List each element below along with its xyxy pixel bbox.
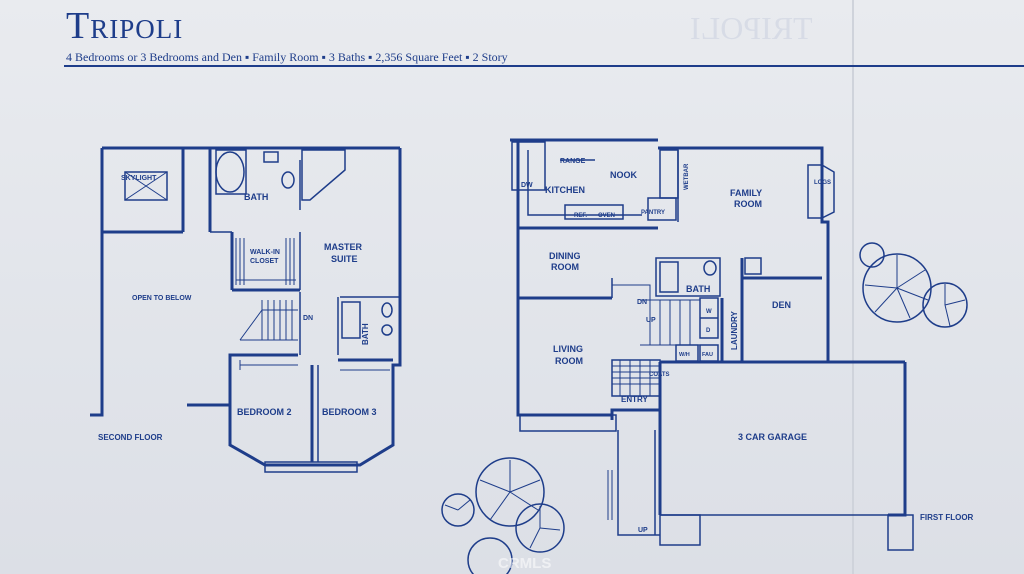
label-open-to-below: OPEN TO BELOW	[132, 295, 192, 302]
tree-illustrations	[441, 242, 968, 574]
label-walk-in-1: WALK-IN	[250, 249, 280, 256]
label-nook: NOOK	[610, 170, 638, 180]
label-logs: LOGS	[814, 180, 831, 186]
label-family-1: FAMILY	[730, 188, 762, 198]
label-garage: 3 CAR GARAGE	[738, 432, 807, 442]
label-dining-1: DINING	[549, 251, 581, 261]
label-first-dn: DN	[637, 299, 647, 306]
paper-fold	[852, 0, 854, 574]
label-side-bath: BATH	[361, 323, 370, 345]
label-second-dn: DN	[303, 315, 313, 322]
label-first-floor: FIRST FLOOR	[920, 513, 974, 522]
label-wetbar: WETBAR	[684, 163, 690, 190]
plan-title: Tripoli	[66, 5, 184, 47]
label-range: RANGE	[560, 158, 586, 165]
label-first-up: UP	[646, 317, 656, 324]
label-bedroom-3: BEDROOM 3	[322, 407, 377, 417]
label-laundry: LAUNDRY	[730, 311, 739, 350]
label-living-2: ROOM	[555, 356, 583, 366]
plan-subtitle: 4 Bedrooms or 3 Bedrooms and Den ▪ Famil…	[66, 50, 508, 64]
label-master-2: SUITE	[331, 254, 358, 264]
label-living-1: LIVING	[553, 344, 583, 354]
label-family-2: ROOM	[734, 199, 762, 209]
label-dining-2: ROOM	[551, 262, 579, 272]
label-upper-bath: BATH	[244, 192, 268, 202]
first-floor-plan: RANGE NOOK WETBAR DW KITCHEN REF. OVEN P…	[510, 138, 974, 551]
label-fau: FAU	[702, 352, 713, 358]
label-walk-in-2: CLOSET	[250, 258, 279, 265]
label-dryer: D	[706, 328, 711, 334]
label-coats: COATS	[649, 372, 670, 378]
label-dw: DW	[521, 182, 533, 189]
label-entry: ENTRY	[621, 395, 648, 404]
label-den: DEN	[772, 300, 791, 310]
label-ref: REF.	[574, 213, 587, 219]
label-water-heater: W/H	[679, 352, 690, 358]
label-washer: W	[706, 309, 712, 315]
label-second-floor: SECOND FLOOR	[98, 433, 163, 442]
header-rule	[64, 65, 1024, 67]
label-walk-up: UP	[638, 527, 648, 534]
label-skylight: SKYLIGHT	[121, 175, 157, 182]
label-master-1: MASTER	[324, 242, 363, 252]
label-oven: OVEN	[598, 213, 615, 219]
label-kitchen: KITCHEN	[545, 185, 585, 195]
label-pantry: PANTRY	[641, 210, 665, 216]
label-bedroom-2: BEDROOM 2	[237, 407, 292, 417]
second-floor-plan: SECOND FLOOR SKYLIGHT OPEN TO BELOW BATH…	[90, 146, 402, 473]
label-first-bath: BATH	[686, 284, 710, 294]
watermark-text: CRMLS	[498, 555, 551, 572]
